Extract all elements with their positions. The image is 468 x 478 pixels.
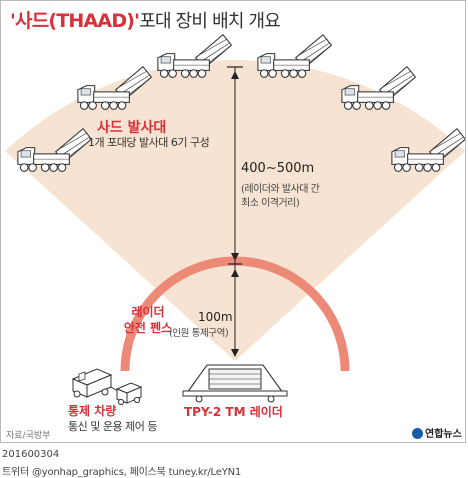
- deployment-diagram: [5, 34, 465, 406]
- fence-label-line1: 레이더: [131, 305, 165, 319]
- title-quoted: '사드(THAAD)': [10, 10, 140, 32]
- launcher-label: 사드 발사대: [97, 120, 167, 136]
- range-note-line1: (레이더와 발사대 간: [241, 184, 320, 195]
- near-zone-value: 100m: [198, 310, 233, 324]
- fence-label-line2: 안전 펜스: [123, 321, 173, 335]
- control-vehicle-icon: [71, 368, 143, 406]
- launcher-description: 1개 포대당 발사대 6기 구성: [88, 136, 210, 149]
- logo-text: 연합뉴스: [425, 429, 462, 440]
- radar-label: TPY-2 TM 레이더: [184, 405, 283, 419]
- range-note-line2: 최소 이격거리): [241, 198, 300, 209]
- social-credits: 트위터 @yonhap_graphics, 페이스북 tuney.kr/LeYN…: [2, 467, 242, 478]
- graphic-frame: '사드(THAAD)'포대 장비 배치 개요 사드 발사대 1개 포대당 발사대…: [0, 0, 466, 443]
- control-vehicle-description: 통신 및 운용 제어 등: [68, 420, 157, 433]
- title-rest: 포대 장비 배치 개요: [139, 11, 281, 32]
- radar-trailer-icon: [182, 364, 288, 403]
- publisher-logo: 연합뉴스: [412, 425, 462, 440]
- logo-mark-icon: [412, 428, 423, 439]
- graphic-code: 201600304: [2, 449, 60, 460]
- page-title: '사드(THAAD)'포대 장비 배치 개요: [10, 6, 281, 33]
- source-credit: 자료/국방부: [6, 431, 51, 441]
- control-vehicle-label: 통제 차량: [68, 404, 117, 418]
- near-zone-note: (인원 통제구역): [169, 328, 229, 339]
- range-value: 400∼500m: [241, 161, 315, 176]
